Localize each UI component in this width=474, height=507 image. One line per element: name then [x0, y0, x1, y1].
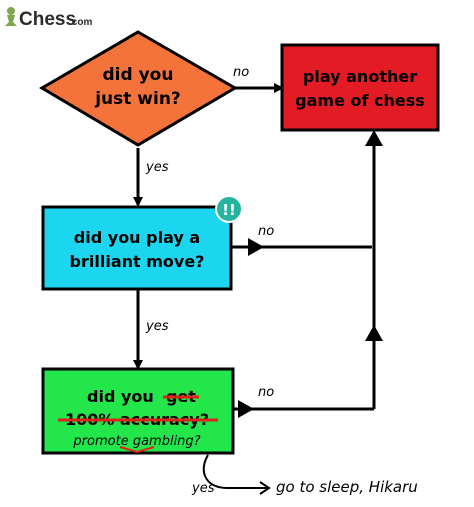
- scribble-note: go to sleep, Hikaru: [276, 478, 418, 496]
- label-win-yes: yes: [145, 160, 169, 175]
- brilliant-line2: brilliant move?: [70, 252, 205, 271]
- pawn-icon: [5, 7, 17, 26]
- replacement-text: promote gambling?: [72, 434, 200, 449]
- brilliant-line1: did you play a: [74, 228, 200, 247]
- chess-com-logo: Chess .com: [5, 7, 92, 30]
- label-accuracy-no: no: [258, 385, 274, 400]
- brilliant-badge-icon: !!: [215, 195, 243, 223]
- handwritten-note: yes go to sleep, Hikaru: [191, 454, 418, 496]
- logo-text: Chess: [19, 9, 76, 30]
- play-another-line2: game of chess: [295, 91, 425, 110]
- box-brilliant-move: did you play a brilliant move?: [41, 205, 233, 291]
- label-brilliant-yes: yes: [145, 319, 169, 334]
- just-win-line1: did you: [103, 65, 174, 85]
- caret-mark: [119, 446, 155, 454]
- box-accuracy: did you get 100% accuracy? promote gambl…: [41, 367, 235, 455]
- decision-just-win: did you just win?: [39, 30, 238, 147]
- badge-text: !!: [222, 201, 236, 219]
- just-win-line2: just win?: [94, 89, 181, 109]
- label-win-no: no: [233, 65, 249, 80]
- connectors: [133, 83, 383, 418]
- logo-suffix: .com: [69, 17, 92, 28]
- edge-labels: no yes no yes no: [145, 65, 274, 400]
- scribble-yes: yes: [191, 481, 215, 496]
- label-brilliant-no: no: [258, 224, 274, 239]
- play-another-line1: play another: [303, 67, 417, 86]
- scribble-arrow: [202, 454, 268, 489]
- box-play-another: play another game of chess: [280, 43, 440, 132]
- accuracy-line1: did you: [87, 387, 154, 406]
